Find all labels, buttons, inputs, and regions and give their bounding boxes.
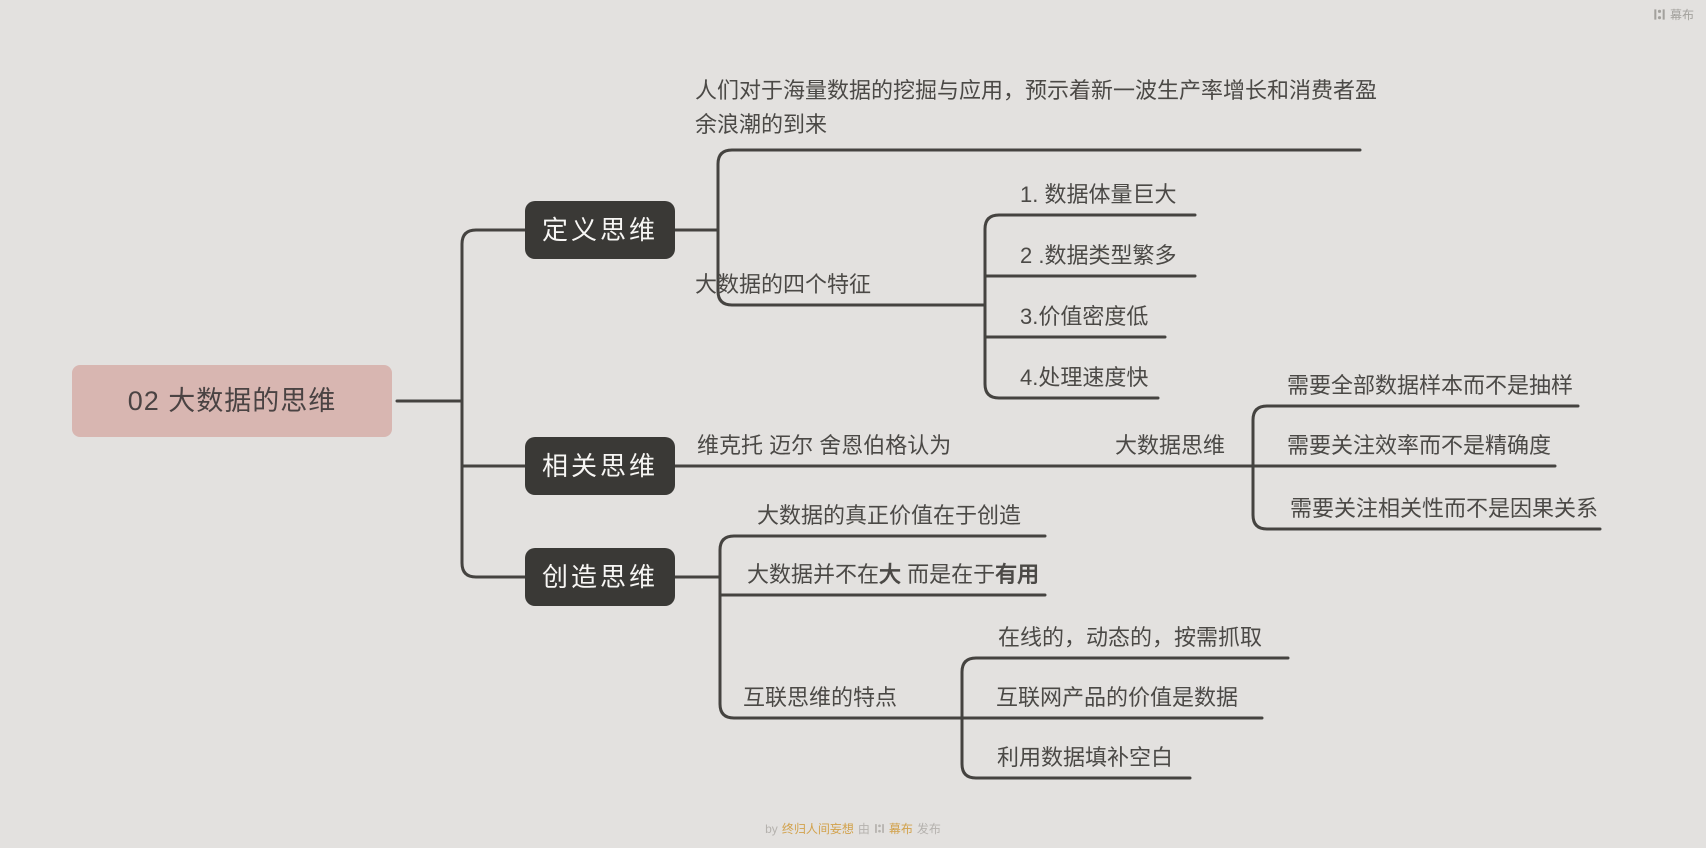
footer-by-label: by <box>765 821 778 836</box>
root-node[interactable]: 02 大数据的思维 <box>72 365 392 437</box>
node-text-full-samples[interactable]: 需要全部数据样本而不是抽样 <box>1287 373 1574 398</box>
footer-publish-label: 发布 <box>916 822 941 836</box>
footer-via-label: 由 <box>857 822 870 836</box>
node-text-true-value-creation[interactable]: 大数据的真正价值在于创造 <box>757 503 1022 528</box>
node-text-product-value-is-data[interactable]: 互联网产品的价值是数据 <box>996 685 1239 710</box>
node-text-feature-variety[interactable]: 2 .数据类型繁多 <box>1020 243 1177 268</box>
node-text-mining-paragraph[interactable]: 人们对于海量数据的挖掘与应用，预示着新一波生产率增长和消费者盈 余浪潮的到来 <box>695 74 1377 142</box>
node-text-fill-gaps-with-data[interactable]: 利用数据填补空白 <box>997 745 1174 770</box>
node-text-internet-thinking-features[interactable]: 互联思维的特点 <box>743 685 898 710</box>
footer-author-link[interactable]: 终归人间妄想 <box>781 822 854 836</box>
brand-label: 幕布 <box>1669 8 1694 22</box>
paragraph-line-2: 余浪潮的到来 <box>695 112 828 137</box>
mubu-logo-icon <box>1653 8 1666 21</box>
node-text-correlation-not-causation[interactable]: 需要关注相关性而不是因果关系 <box>1290 496 1599 521</box>
node-text-online-dynamic[interactable]: 在线的，动态的，按需抓取 <box>998 625 1263 650</box>
node-text-four-features[interactable]: 大数据的四个特征 <box>695 272 872 297</box>
footer-credit: by 终归人间妄想 由 幕布 发布 <box>0 820 1706 837</box>
text-segment: 而是在于 <box>901 562 996 587</box>
text-segment-bold: 有用 <box>995 562 1040 587</box>
text-segment-bold: 大 <box>879 562 902 587</box>
badge-definition-thinking[interactable]: 定义思维 <box>525 201 675 259</box>
node-text-not-big-but-useful[interactable]: 大数据并不在大 而是在于有用 <box>747 561 1039 589</box>
mubu-logo-icon-small <box>874 823 885 834</box>
node-text-schonberger[interactable]: 维克托 迈尔 舍恩伯格认为 <box>697 433 952 458</box>
badge-creation-thinking[interactable]: 创造思维 <box>525 548 675 606</box>
paragraph-line-1: 人们对于海量数据的挖掘与应用，预示着新一波生产率增长和消费者盈 <box>695 78 1378 103</box>
node-text-feature-volume[interactable]: 1. 数据体量巨大 <box>1020 182 1177 207</box>
node-text-feature-velocity[interactable]: 4.处理速度快 <box>1020 365 1149 390</box>
node-text-bigdata-thinking[interactable]: 大数据思维 <box>1115 433 1226 458</box>
brand-watermark[interactable]: 幕布 <box>1653 6 1694 23</box>
node-text-efficiency[interactable]: 需要关注效率而不是精确度 <box>1287 433 1552 458</box>
footer-brand-link[interactable]: 幕布 <box>888 822 913 836</box>
badge-correlation-thinking[interactable]: 相关思维 <box>525 437 675 495</box>
text-segment: 大数据并不在 <box>747 562 880 587</box>
node-text-feature-value-density[interactable]: 3.价值密度低 <box>1020 304 1149 329</box>
connector-trunk-main <box>460 228 527 579</box>
